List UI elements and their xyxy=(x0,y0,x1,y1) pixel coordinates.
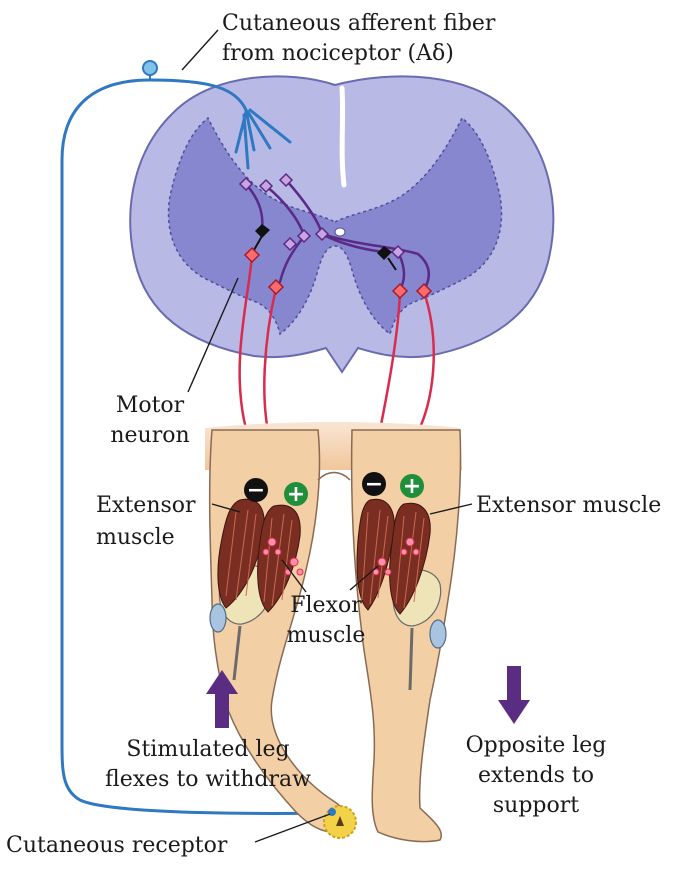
motor-neuron-somata xyxy=(243,246,433,300)
afferent-fiber xyxy=(60,78,334,815)
svg-text:−: − xyxy=(247,478,265,503)
neuromuscular-junctions xyxy=(262,537,420,576)
inhibitory-interneurons xyxy=(253,224,397,271)
afferent-fiber-label-1: Cutaneous afferent fiber xyxy=(222,11,496,36)
svg-text:−: − xyxy=(365,472,383,497)
excite-sign-left: + xyxy=(284,482,308,507)
inhibit-sign-left: − xyxy=(244,478,268,503)
excite-sign-right: + xyxy=(400,474,424,499)
spinal-cord xyxy=(129,75,555,374)
dorsal-root-ganglion xyxy=(142,60,158,80)
svg-text:+: + xyxy=(403,474,421,499)
extensor-left-label-2: muscle xyxy=(96,525,175,550)
opposite-leg-label-2: extends to xyxy=(478,763,594,788)
afferent-fiber-label-2: from nociceptor (Aδ) xyxy=(222,41,454,66)
up-arrow-icon xyxy=(206,670,238,728)
flexor-label-2: muscle xyxy=(287,623,366,648)
stimulated-leg-label-1: Stimulated leg xyxy=(126,737,289,762)
crotch-notch xyxy=(317,471,351,481)
opposite-leg-label-1: Opposite leg xyxy=(466,733,607,758)
extensor-left-label-1: Extensor xyxy=(96,493,196,518)
extensor-right-label: Extensor muscle xyxy=(476,493,661,518)
leader-lines xyxy=(181,29,473,843)
dorsal-median-septum xyxy=(339,85,347,188)
svg-text:+: + xyxy=(287,482,305,507)
down-arrow-icon xyxy=(498,666,530,724)
flexor-label-1: Flexor xyxy=(290,593,362,618)
cutaneous-receptor-label: Cutaneous receptor xyxy=(6,833,228,858)
muscle-striations xyxy=(225,509,425,609)
cutaneous-receptor-stimulus xyxy=(323,805,357,839)
stimulated-leg-label-2: flexes to withdraw xyxy=(105,767,311,792)
left-extensor-muscle xyxy=(217,498,265,609)
interneuron-somata xyxy=(238,172,406,260)
left-flexor-muscle xyxy=(257,504,301,613)
opposite-leg-label-3: support xyxy=(493,793,579,818)
motor-neuron-label-1: Motor xyxy=(116,393,185,418)
gray-matter xyxy=(167,116,503,336)
central-canal xyxy=(334,227,346,237)
inhibit-sign-right: − xyxy=(362,472,386,497)
motor-neuron-label-2: neuron xyxy=(110,423,189,448)
